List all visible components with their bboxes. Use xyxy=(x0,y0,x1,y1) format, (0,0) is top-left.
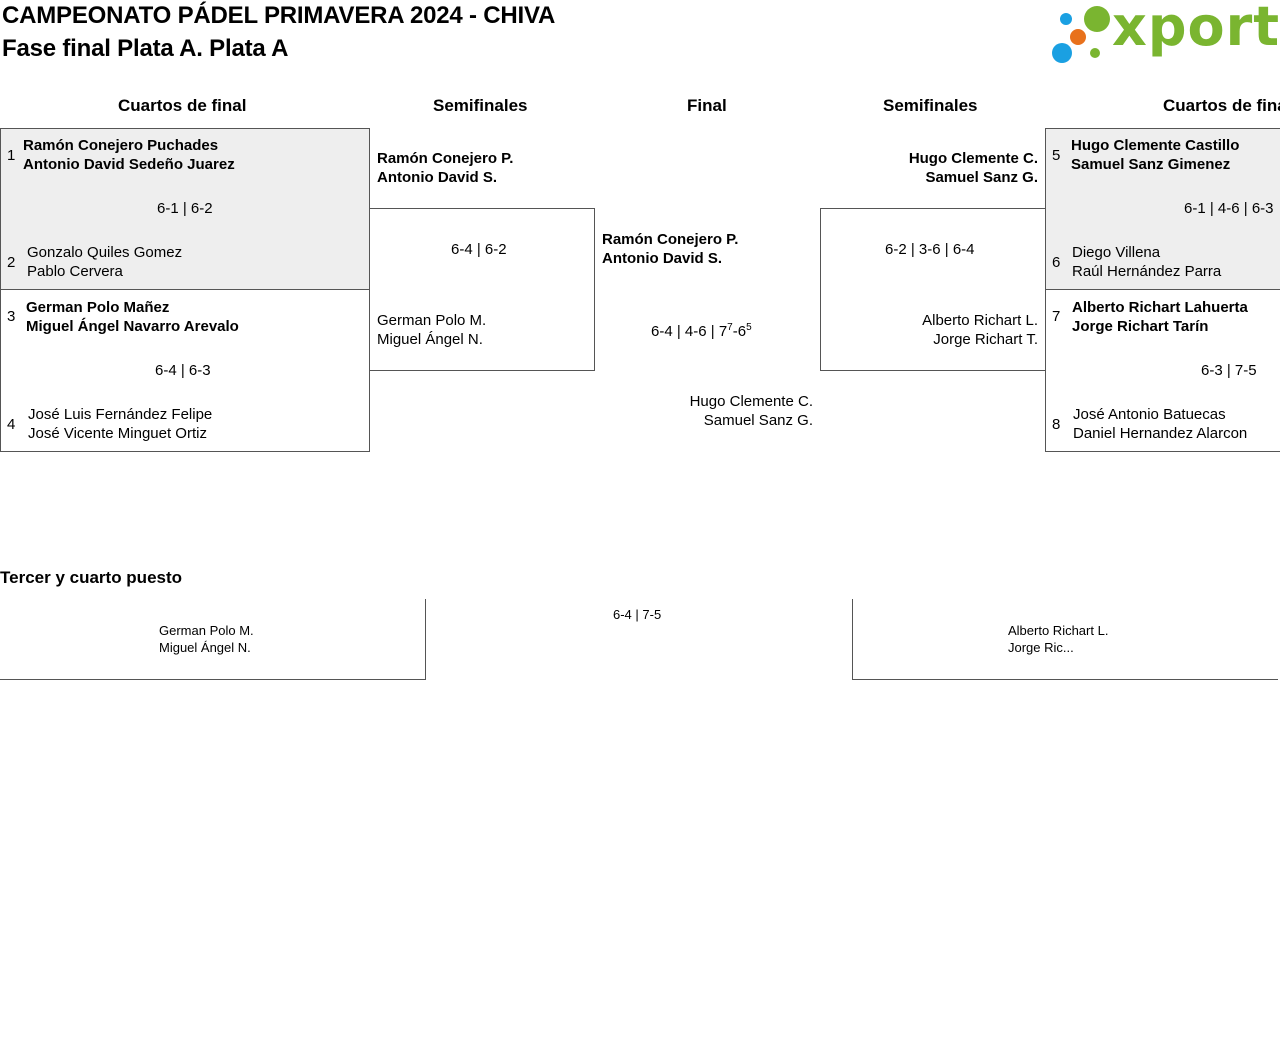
logo-dot-blue-icon xyxy=(1052,43,1072,63)
player-name: Antonio David Sedeño Juarez xyxy=(23,156,235,173)
player-name: Jorge Richart T. xyxy=(933,331,1038,348)
seed-number: 8 xyxy=(1052,416,1061,433)
player-name: Ramón Conejero P. xyxy=(602,231,739,248)
player-name: Miguel Ángel N. xyxy=(159,640,251,655)
match-score: 6-3 | 7-5 xyxy=(1201,362,1257,379)
match-qf-2[interactable]: 3 German Polo Mañez Miguel Ángel Navarro… xyxy=(0,289,370,452)
logo-dot-green-small-icon xyxy=(1090,48,1100,58)
player-name: German Polo M. xyxy=(377,312,487,329)
seed-number: 7 xyxy=(1052,308,1061,325)
player-name: Antonio David S. xyxy=(602,250,722,267)
round-header-right-quarters: Cuartos de final xyxy=(1163,96,1280,115)
third-place-team-right[interactable]: Alberto Richart L. Jorge Ric... xyxy=(1008,622,1108,656)
logo-dot-blue-small-icon xyxy=(1060,13,1072,25)
match-score: 6-4 | 6-3 xyxy=(155,362,211,379)
seed-number: 3 xyxy=(7,308,16,325)
player-name: Pablo Cervera xyxy=(27,263,123,280)
logo-dot-green-icon xyxy=(1084,6,1110,32)
player-name: Alberto Richart Lahuerta xyxy=(1072,299,1248,316)
player-name: Samuel Sanz G. xyxy=(925,169,1038,186)
player-name: Samuel Sanz G. xyxy=(703,412,813,429)
player-name: Alberto Richart L. xyxy=(922,312,1038,329)
final-runner-up: Hugo Clemente C. Samuel Sanz G. xyxy=(660,392,813,430)
third-place-score: 6-4 | 7-5 xyxy=(613,607,662,622)
match-score: 6-2 | 3-6 | 6-4 xyxy=(885,241,975,258)
player-name: Miguel Ángel Navarro Arevalo xyxy=(26,318,239,335)
phase-title: Fase final Plata A. Plata A xyxy=(2,35,289,62)
final-winner: Ramón Conejero P. Antonio David S. xyxy=(602,230,738,268)
seed-number: 1 xyxy=(7,147,16,164)
team-loser: José Antonio Batuecas Daniel Hernandez A… xyxy=(1073,405,1247,443)
third-place-left-divider xyxy=(425,599,426,680)
team-loser: José Luis Fernández Felipe José Vicente … xyxy=(28,405,212,443)
player-name: Jorge Richart Tarín xyxy=(1072,318,1209,335)
player-name: Hugo Clemente C. xyxy=(908,150,1038,167)
semi-left-winner: Ramón Conejero P. Antonio David S. xyxy=(377,149,513,187)
player-name: German Polo M. xyxy=(159,623,254,638)
tournament-title: CAMPEONATO PÁDEL PRIMAVERA 2024 - CHIVA xyxy=(2,2,556,29)
player-name: José Antonio Batuecas xyxy=(1073,406,1226,423)
player-name: Diego Villena xyxy=(1072,244,1161,261)
match-qf-1[interactable]: 1 Ramón Conejero Puchades Antonio David … xyxy=(0,128,370,290)
player-name: Miguel Ángel N. xyxy=(377,331,483,348)
round-header-final: Final xyxy=(687,96,727,115)
round-header-left-quarters: Cuartos de final xyxy=(118,96,247,115)
player-name: José Luis Fernández Felipe xyxy=(28,406,213,423)
seed-number: 4 xyxy=(7,416,16,433)
team-winner: Hugo Clemente Castillo Samuel Sanz Gimen… xyxy=(1071,136,1239,174)
player-name: Antonio David S. xyxy=(377,169,497,186)
player-name: Jorge Ric... xyxy=(1008,640,1074,655)
player-name: Hugo Clemente Castillo xyxy=(1071,137,1240,154)
round-header-right-semis: Semifinales xyxy=(883,96,978,115)
match-score: 6-1 | 4-6 | 6-3 xyxy=(1184,200,1274,217)
player-name: German Polo Mañez xyxy=(26,299,170,316)
team-loser: Diego Villena Raúl Hernández Parra xyxy=(1072,243,1221,281)
logo-wordmark: xporty xyxy=(1112,0,1280,58)
player-name: José Vicente Minguet Ortiz xyxy=(28,425,207,442)
logo-dot-orange-icon xyxy=(1070,29,1086,45)
team-winner: Ramón Conejero Puchades Antonio David Se… xyxy=(23,136,235,174)
match-sf-left[interactable]: 6-4 | 6-2 German Polo M. Miguel Ángel N. xyxy=(369,208,595,371)
team-winner: Alberto Richart Lahuerta Jorge Richart T… xyxy=(1072,298,1248,336)
semi-right-loser: Alberto Richart L. Jorge Richart T. xyxy=(861,311,1038,349)
player-name: Alberto Richart L. xyxy=(1008,623,1109,638)
player-name: Ramón Conejero P. xyxy=(377,150,514,167)
xporty-logo[interactable]: xporty xyxy=(1050,0,1280,68)
seed-number: 6 xyxy=(1052,254,1061,271)
match-score: 6-1 | 6-2 xyxy=(157,200,213,217)
round-header-left-semis: Semifinales xyxy=(433,96,528,115)
seed-number: 2 xyxy=(7,254,16,271)
player-name: Hugo Clemente C. xyxy=(689,393,813,410)
semi-left-loser: German Polo M. Miguel Ángel N. xyxy=(377,311,486,349)
semi-right-winner: Hugo Clemente C. Samuel Sanz G. xyxy=(880,149,1038,187)
player-name: Daniel Hernandez Alarcon xyxy=(1073,425,1248,442)
player-name: Samuel Sanz Gimenez xyxy=(1071,156,1231,173)
team-winner: German Polo Mañez Miguel Ángel Navarro A… xyxy=(26,298,239,336)
third-place-right-bottom-line xyxy=(852,679,1278,680)
match-sf-right[interactable]: 6-2 | 3-6 | 6-4 Alberto Richart L. Jorge… xyxy=(820,208,1046,371)
final-score: 6-4 | 4-6 | 77-65 xyxy=(651,322,752,340)
third-place-right-divider xyxy=(852,599,853,680)
third-place-team-left[interactable]: German Polo M. Miguel Ángel N. xyxy=(159,622,254,656)
team-loser: Gonzalo Quiles Gomez Pablo Cervera xyxy=(27,243,182,281)
match-qf-3[interactable]: 5 Hugo Clemente Castillo Samuel Sanz Gim… xyxy=(1045,128,1280,290)
seed-number: 5 xyxy=(1052,147,1061,164)
player-name: Gonzalo Quiles Gomez xyxy=(27,244,183,261)
match-qf-4[interactable]: 7 Alberto Richart Lahuerta Jorge Richart… xyxy=(1045,289,1280,452)
match-score: 6-4 | 6-2 xyxy=(451,241,507,258)
third-place-left-bottom-line xyxy=(0,679,426,680)
player-name: Raúl Hernández Parra xyxy=(1072,263,1222,280)
third-place-heading: Tercer y cuarto puesto xyxy=(0,568,183,587)
player-name: Ramón Conejero Puchades xyxy=(23,137,219,154)
